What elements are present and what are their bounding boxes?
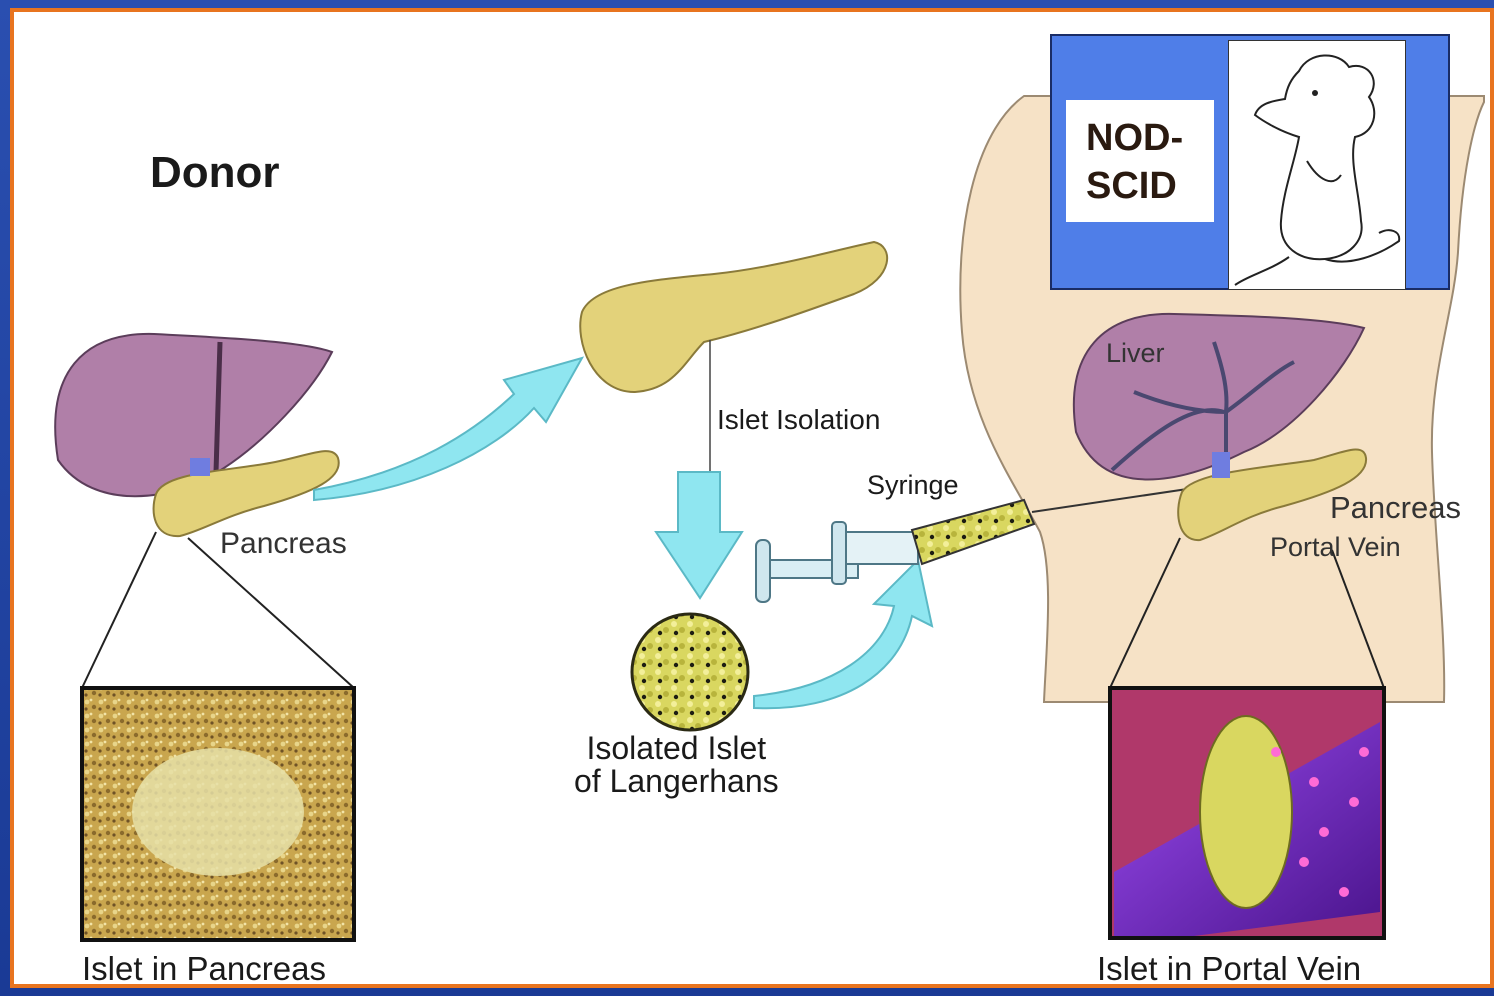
nod-scid-label-box: NOD-SCID — [1066, 100, 1214, 222]
caption-islet-in-pancreas: Islet in Pancreas — [82, 950, 326, 988]
donor-title: Donor — [150, 148, 280, 198]
arrow-icon — [314, 358, 582, 500]
label-isolated-islet-line1: Isolated Islet — [574, 732, 779, 765]
islet-in-portal-vein-image — [1110, 688, 1384, 938]
mouse-icon — [1228, 40, 1406, 290]
label-isolated-islet-line2: of Langerhans — [574, 765, 779, 798]
label-pancreas-recipient: Pancreas — [1330, 490, 1461, 526]
label-pancreas-donor: Pancreas — [220, 527, 347, 561]
isolated-islet-icon — [632, 614, 748, 730]
isolated-pancreas-icon — [580, 242, 887, 392]
nod-scid-label: NOD-SCID — [1086, 114, 1206, 210]
label-liver: Liver — [1106, 338, 1165, 369]
label-portal-vein: Portal Vein — [1270, 532, 1401, 563]
down-arrow-icon — [656, 472, 742, 598]
label-isolated-islet: Isolated Islet of Langerhans — [574, 732, 779, 798]
caption-islet-in-portal-vein: Islet in Portal Vein — [1097, 950, 1361, 988]
diagram-panel: Donor Pancreas Islet Isolation Syringe I… — [10, 8, 1494, 988]
label-syringe: Syringe — [867, 470, 959, 501]
nod-scid-panel: NOD-SCID — [1050, 34, 1450, 290]
label-islet-isolation: Islet Isolation — [717, 404, 880, 436]
